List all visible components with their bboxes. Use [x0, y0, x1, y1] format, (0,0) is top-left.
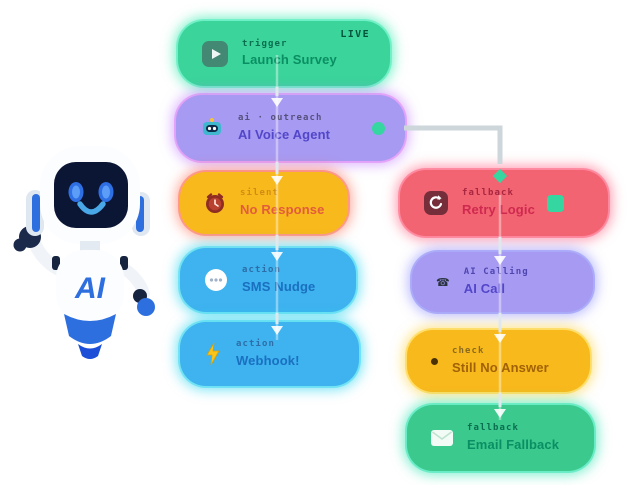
mail-icon: [431, 430, 453, 446]
node-kind-label: check: [452, 346, 485, 357]
node-kind-label: fallback: [462, 188, 514, 199]
node-title: Email Fallback: [467, 436, 560, 452]
dot-icon: [431, 357, 438, 365]
node-title: Still No Answer: [452, 359, 549, 375]
chat-icon: [204, 268, 228, 292]
phone-icon: ☎: [436, 276, 450, 289]
node-title: SMS Nudge: [242, 278, 316, 294]
node-ai-voice-agent: ai · outreach AI Voice Agent: [176, 95, 405, 161]
robot-icon: [200, 116, 224, 140]
node-email-fallback: fallback Email Fallback: [407, 405, 594, 471]
node-still-no-answer: check Still No Answer: [407, 330, 590, 392]
alarm-icon: [204, 192, 226, 214]
mascot-chest-label: AI: [74, 272, 106, 305]
node-kind-label: trigger: [242, 38, 288, 49]
bolt-icon: [204, 342, 222, 366]
status-square: [547, 195, 564, 212]
node-kind-label: fallback: [467, 423, 519, 434]
node-launch-survey: trigger Launch Survey LIVE: [178, 21, 390, 86]
active-status-dot: [372, 122, 385, 135]
node-kind-label: AI Calling: [463, 267, 529, 278]
node-title: Webhook!: [236, 352, 300, 368]
node-kind-label: silent: [240, 188, 279, 199]
node-title: Retry Logic: [462, 201, 535, 217]
node-title: Launch Survey: [242, 52, 337, 67]
node-webhook: action Webhook!: [180, 322, 359, 386]
node-title: AI Call: [463, 280, 506, 296]
node-title: No Response: [240, 201, 325, 217]
robot-mascot: AI: [13, 146, 155, 359]
play-icon: [202, 40, 228, 67]
node-retry-logic: fallback Retry Logic: [400, 170, 608, 236]
node-kind-label: action: [236, 339, 275, 350]
retry-icon: [424, 191, 448, 215]
elbow-connector: [404, 125, 503, 164]
node-no-response: silent No Response: [180, 172, 348, 234]
node-sms-nudge: action SMS Nudge: [180, 248, 356, 312]
node-ai-call: ☎ AI Calling AI Call: [412, 252, 593, 312]
live-badge: LIVE: [340, 29, 370, 40]
node-title: AI Voice Agent: [238, 126, 331, 142]
node-kind-label: action: [242, 265, 281, 276]
node-kind-label: ai · outreach: [238, 113, 323, 124]
